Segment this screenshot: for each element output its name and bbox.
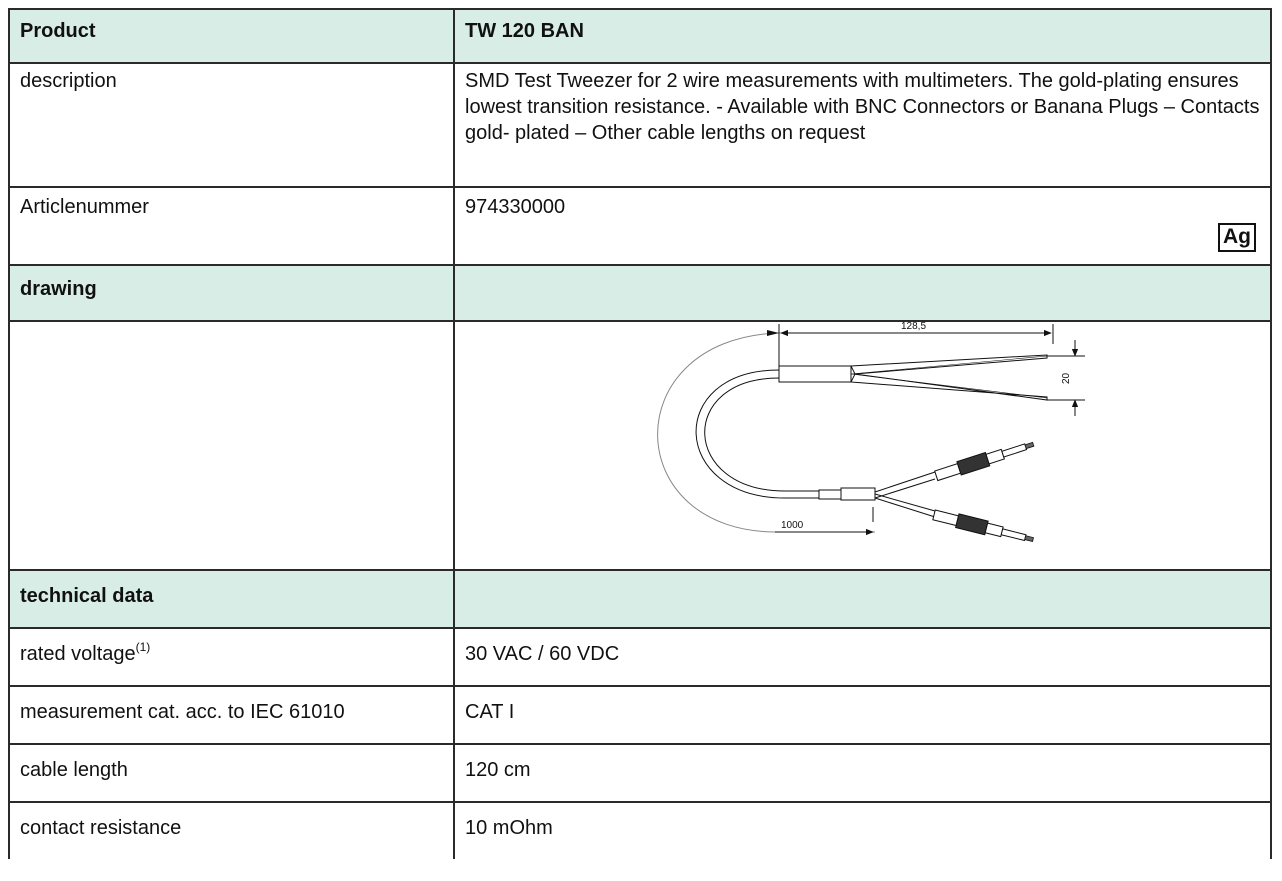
banana-plug-lower: [932, 509, 1034, 542]
spec-row-measurement-category: measurement cat. acc. to IEC 61010 CAT I: [8, 685, 1272, 745]
product-label: Product: [8, 8, 455, 64]
article-number-label: Articlenummer: [8, 186, 455, 266]
banana-plug-upper: [934, 441, 1035, 482]
cable-length-dimension: 1000: [781, 520, 804, 531]
drawing-section-label: drawing: [8, 264, 455, 322]
description-label: description: [8, 62, 455, 188]
technical-data-section-header: technical data: [8, 569, 1272, 629]
article-number-value: 974330000: [465, 196, 566, 218]
description-text: SMD Test Tweezer for 2 wire measurements…: [453, 62, 1272, 188]
drawing-row: 1000 128,5 20: [8, 320, 1272, 571]
spec-value-contact-resistance: 10 mOhm: [453, 801, 1272, 859]
spec-value-cable-length: 120 cm: [453, 743, 1272, 803]
product-header-row: Product TW 120 BAN: [8, 8, 1272, 64]
spec-value-rated-voltage: 30 VAC / 60 VDC: [453, 627, 1272, 687]
spec-label-text: rated voltage: [20, 643, 136, 665]
technical-data-label: technical data: [8, 569, 455, 629]
drawing-cell: 1000 128,5 20: [453, 320, 1272, 571]
cable-loop: [695, 369, 819, 499]
silver-ag-badge: Ag: [1218, 223, 1256, 252]
article-number-row: Articlenummer 974330000 Ag: [8, 186, 1272, 266]
tweezer-height-dimension: 20: [1061, 372, 1072, 384]
description-row: description SMD Test Tweezer for 2 wire …: [8, 62, 1272, 188]
drawing-empty-cell: [8, 320, 455, 571]
spec-label-rated-voltage: rated voltage(1): [8, 627, 455, 687]
spec-label-measurement-category: measurement cat. acc. to IEC 61010: [8, 685, 455, 745]
drawing-section-empty: [453, 264, 1272, 322]
technical-data-empty: [453, 569, 1272, 629]
footnote-marker: (1): [135, 640, 151, 654]
article-number-cell: 974330000 Ag: [453, 186, 1272, 266]
spec-label-contact-resistance: contact resistance: [8, 801, 455, 859]
cable-dimension-arc: [657, 332, 875, 533]
spec-value-measurement-category: CAT I: [453, 685, 1272, 745]
spec-row-rated-voltage: rated voltage(1) 30 VAC / 60 VDC: [8, 627, 1272, 687]
tweezer-drawing: 1000 128,5 20: [657, 321, 1085, 542]
spec-row-contact-resistance: contact resistance 10 mOhm: [8, 801, 1272, 859]
drawing-section-header: drawing: [8, 264, 1272, 322]
spec-row-cable-length: cable length 120 cm: [8, 743, 1272, 803]
tweezer-length-dimension: 128,5: [901, 322, 926, 332]
product-name: TW 120 BAN: [453, 8, 1272, 64]
product-spec-table: Product TW 120 BAN description SMD Test …: [8, 8, 1272, 859]
spec-label-cable-length: cable length: [8, 743, 455, 803]
